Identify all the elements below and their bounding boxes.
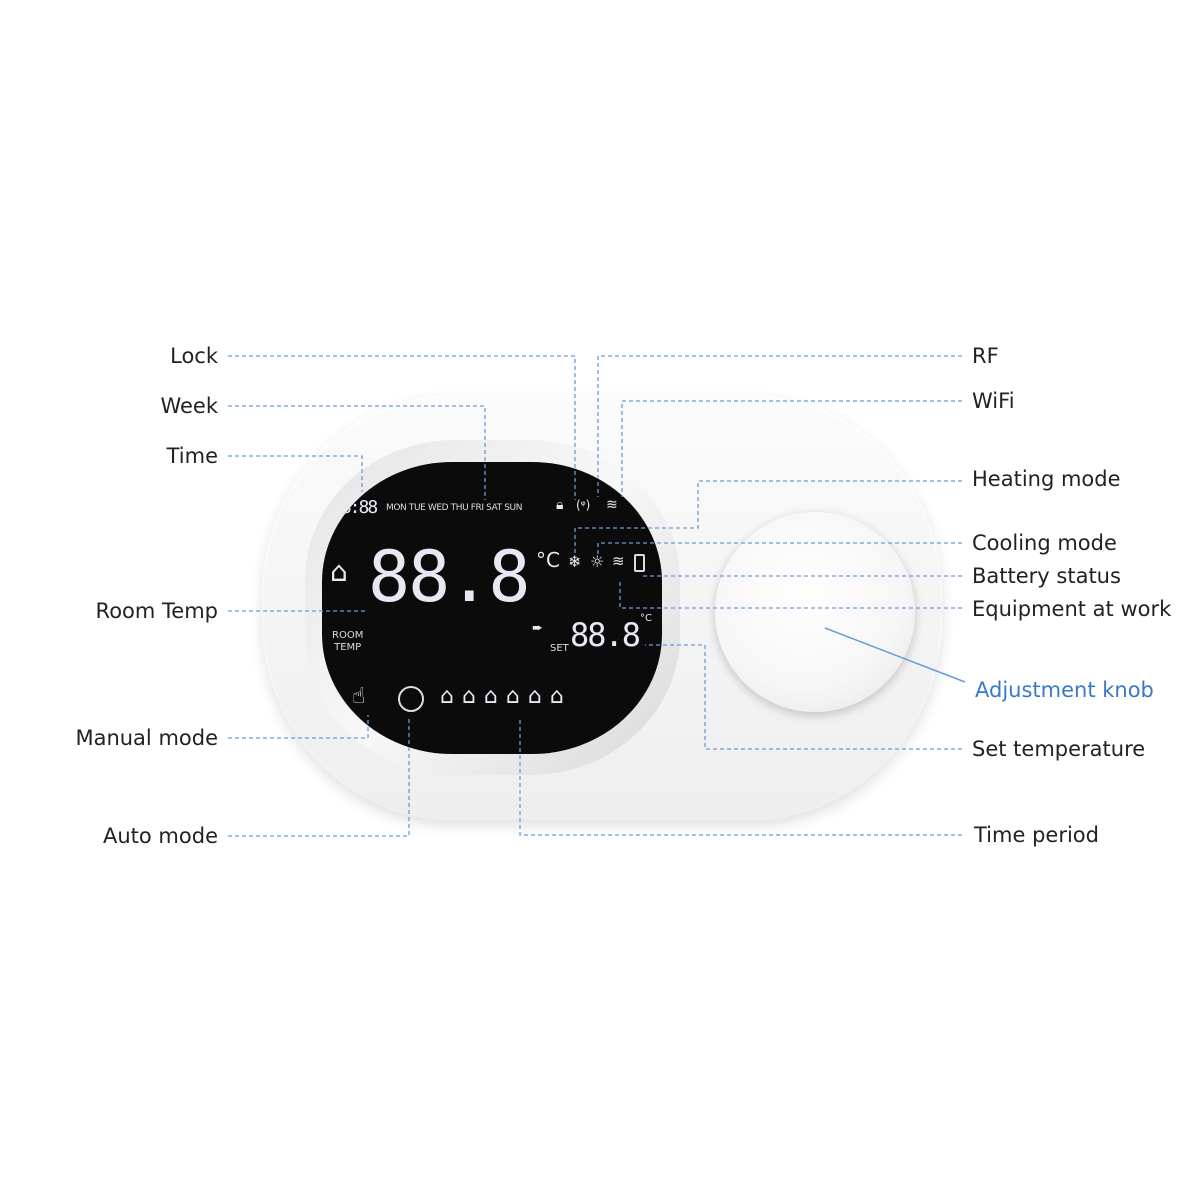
snowflake-icon: ❄	[568, 552, 582, 571]
set-temp-leader	[645, 644, 962, 750]
wifi-leader	[621, 400, 962, 497]
period-icons: ⌂⌂⌂⌂⌂⌂	[440, 684, 572, 709]
label-manual-mode: Manual mode	[75, 726, 218, 750]
label-time: Time	[166, 444, 218, 468]
equipment-leader	[619, 580, 962, 609]
home-thermometer-icon: ⌂	[330, 555, 348, 588]
lock-icon: 🔒︎	[556, 497, 564, 513]
label-rf: RF	[972, 344, 999, 368]
week-leader	[228, 405, 486, 500]
sun-icon: ☼	[590, 552, 605, 571]
wifi-icon: ≋	[606, 497, 618, 513]
rf-antenna-icon: (ᵠ)	[576, 498, 591, 512]
label-cooling-mode: Cooling mode	[972, 531, 1117, 555]
clock-display: 88:88	[332, 497, 378, 518]
lock-leader	[228, 355, 576, 500]
room-temp-display: 88.8	[368, 536, 531, 618]
label-week: Week	[160, 394, 218, 418]
label-lock: Lock	[170, 344, 218, 368]
time-leader	[228, 455, 363, 492]
time-period-leader	[519, 718, 962, 836]
label-room-temp: Room Temp	[95, 599, 218, 623]
week-days: MON TUE WED THU FRI SAT SUN	[386, 503, 523, 513]
set-label: SET	[550, 643, 569, 654]
rf-leader	[597, 355, 962, 497]
auto-leader	[228, 718, 410, 837]
heating-icon: ≋	[612, 552, 625, 570]
label-heating-mode: Heating mode	[972, 467, 1121, 491]
manual-leader	[228, 715, 369, 739]
manual-hand-icon: ☝	[352, 684, 366, 709]
label-auto-mode: Auto mode	[103, 824, 218, 848]
heating-leader	[574, 480, 962, 555]
room-label: ROOM	[332, 630, 364, 641]
adjustment-knob[interactable]	[715, 512, 915, 712]
temp-label: TEMP	[334, 642, 362, 653]
set-temp-display: 88.8	[570, 616, 641, 654]
arrow-icon: ➨	[532, 621, 543, 636]
label-equipment-at-work: Equipment at work	[972, 597, 1172, 621]
label-time-period: Time period	[974, 823, 1099, 847]
label-wifi: WiFi	[972, 389, 1015, 413]
lcd-screen: 88:88 MON TUE WED THU FRI SAT SUN 🔒︎ (ᵠ)…	[322, 462, 662, 754]
clock-icon	[398, 686, 424, 712]
cooling-leader	[597, 542, 962, 555]
label-battery-status: Battery status	[972, 564, 1121, 588]
knob-leader	[824, 627, 966, 683]
room-unit: °C	[536, 548, 560, 572]
battery-icon	[634, 554, 645, 572]
label-set-temperature: Set temperature	[972, 737, 1146, 761]
label-adjustment-knob: Adjustment knob	[975, 678, 1154, 702]
set-unit: °C	[640, 613, 652, 624]
